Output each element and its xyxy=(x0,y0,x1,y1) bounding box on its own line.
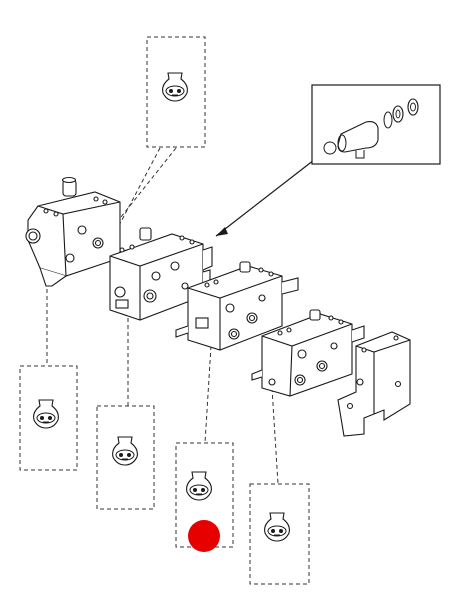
end-cover xyxy=(337,331,411,437)
highlight-marker[interactable] xyxy=(188,520,220,552)
leader-lines xyxy=(46,147,279,485)
knob-glyph-top xyxy=(162,72,188,102)
callout-left xyxy=(19,365,78,471)
valve-section-3 xyxy=(251,309,365,397)
solenoid-inset xyxy=(311,84,441,165)
valve-section-1 xyxy=(109,227,213,321)
knob-glyph-center xyxy=(186,471,212,501)
callout-center-left xyxy=(96,405,155,510)
valve-section-2 xyxy=(175,261,299,351)
solenoid-arrow xyxy=(215,159,315,237)
callout-top xyxy=(146,36,206,148)
inlet-section xyxy=(25,176,121,287)
knob-glyph-left xyxy=(33,399,59,429)
knob-glyph-right xyxy=(264,512,290,542)
callout-right xyxy=(249,483,310,585)
knob-glyph-center-left xyxy=(112,436,138,466)
